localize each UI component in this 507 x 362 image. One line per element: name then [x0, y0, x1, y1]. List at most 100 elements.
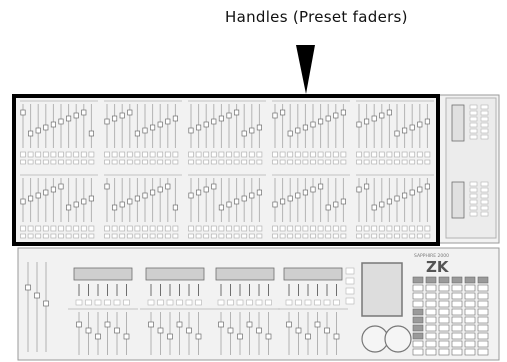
playback-button [217, 299, 225, 306]
playback-group [140, 267, 210, 355]
flash-button [256, 225, 263, 232]
side-button [480, 205, 489, 211]
select-button [272, 233, 278, 239]
flash-button [104, 151, 110, 158]
keypad-key [464, 316, 476, 324]
fader-handle [211, 183, 217, 190]
flash-button [119, 225, 126, 232]
select-button [157, 233, 164, 239]
side-button [469, 193, 478, 199]
fader-handle [66, 115, 72, 122]
fader-handle [165, 118, 171, 125]
keypad-key [438, 332, 450, 340]
select-button [27, 159, 34, 165]
flash-button [142, 225, 148, 232]
playback-button [323, 299, 331, 306]
keypad-key [425, 276, 437, 284]
select-button [386, 233, 393, 239]
keypad-key [412, 300, 424, 308]
fader-handle [226, 201, 232, 208]
fader-handle [333, 201, 339, 208]
side-button [469, 116, 478, 122]
select-button [134, 159, 141, 165]
master-handle [34, 292, 40, 299]
keypad-key [451, 348, 463, 356]
playback-handle [95, 333, 101, 340]
playback-handle [265, 333, 272, 340]
select-button [394, 159, 400, 165]
select-button [340, 233, 347, 239]
flash-button [241, 225, 248, 232]
side-button [480, 134, 489, 140]
wheel-left [361, 325, 389, 353]
fader-handle [28, 130, 34, 137]
select-button [119, 159, 126, 165]
playback-button [227, 299, 234, 306]
select-button [256, 159, 263, 165]
side-button [469, 181, 478, 187]
select-button [164, 159, 171, 165]
flash-button [317, 151, 324, 158]
fader-handle [73, 112, 79, 119]
playback-button [113, 299, 121, 306]
master-handle [43, 300, 49, 307]
side-button [480, 181, 489, 187]
keypad-key [451, 276, 463, 284]
keypad-key [438, 284, 450, 292]
fader-handle [234, 109, 240, 116]
playback-button [255, 299, 263, 306]
flash-button [416, 151, 423, 158]
select-button [226, 159, 232, 165]
fader-handle [58, 118, 64, 125]
flash-button [157, 225, 164, 232]
fader-group [272, 174, 350, 239]
flash-button [188, 151, 194, 158]
flash-button [195, 225, 202, 232]
fader-handle [302, 124, 308, 131]
select-button [65, 233, 72, 239]
select-button [149, 233, 156, 239]
flash-button [42, 225, 49, 232]
fader-handle [127, 109, 133, 116]
select-button [58, 233, 64, 239]
fader-handle [394, 130, 400, 137]
fader-handle [218, 204, 224, 211]
flash-button [363, 225, 370, 232]
flash-button [287, 225, 294, 232]
flash-button [340, 225, 347, 232]
fader-handle [379, 201, 385, 208]
fader-handle [196, 189, 202, 196]
flash-button [111, 225, 118, 232]
select-button [20, 159, 26, 165]
playback-button [246, 299, 253, 306]
flash-button [272, 151, 278, 158]
select-button [416, 159, 423, 165]
side-button [469, 205, 478, 211]
fader-handle [112, 204, 118, 211]
select-button [248, 159, 255, 165]
display-button [345, 297, 355, 305]
fader-handle [81, 109, 87, 116]
fader-handle [287, 195, 293, 202]
fader-handle [402, 127, 408, 134]
fader-handle [28, 195, 34, 202]
flash-button [188, 225, 194, 232]
playback-handle [123, 333, 130, 340]
keypad-key [451, 340, 463, 348]
fader-handle [379, 112, 385, 119]
select-button [317, 159, 324, 165]
playback-button [333, 299, 340, 306]
flash-button [210, 225, 217, 232]
keypad-key [438, 348, 450, 356]
side-controls [451, 104, 489, 219]
fader-handle [280, 198, 286, 205]
fader-handle [256, 124, 262, 131]
fader-handle [142, 127, 148, 134]
flash-button [50, 151, 57, 158]
fader-handle [203, 121, 209, 128]
select-button [332, 233, 339, 239]
flash-button [294, 151, 301, 158]
select-button [378, 233, 385, 239]
side-button [469, 128, 478, 134]
